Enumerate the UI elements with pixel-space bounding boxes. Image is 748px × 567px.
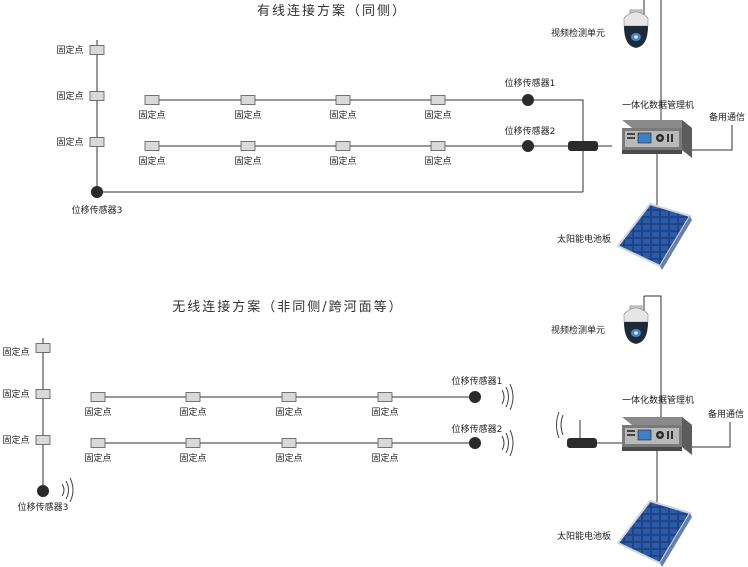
wireless-sensor2-label: 位移传感器2	[452, 423, 503, 435]
wireless-sensor1-wave-icon	[501, 383, 514, 411]
wired-solar-label: 太阳能电池板	[557, 233, 611, 245]
svg-text:固定点: 固定点	[329, 109, 356, 121]
svg-text:固定点: 固定点	[234, 109, 261, 121]
wired-sensor1-icon	[522, 94, 534, 106]
svg-text:固定点: 固定点	[234, 155, 261, 167]
wireless-solar-panel-icon	[617, 500, 693, 567]
wireless-fixed-point-v1: 固定点	[2, 343, 51, 358]
svg-text:固定点: 固定点	[424, 109, 451, 121]
wired-sensor3-label: 位移传感器3	[72, 204, 123, 216]
wireless-sensor3-label: 位移传感器3	[18, 501, 69, 513]
svg-text:固定点: 固定点	[2, 434, 29, 446]
wired-sensor3-icon	[91, 186, 103, 198]
wireless-sensor1-label: 位移传感器1	[452, 375, 503, 387]
wireless-sensor3-wave-icon	[61, 477, 74, 503]
svg-text:固定点: 固定点	[275, 452, 302, 464]
svg-text:固定点: 固定点	[275, 406, 302, 418]
wired-title: 有线连接方案（同侧）	[257, 3, 407, 19]
wired-row2-points: 固定点 固定点 固定点 固定点	[138, 141, 452, 167]
wired-row1-points: 固定点 固定点 固定点 固定点	[138, 95, 452, 121]
wireless-title: 无线连接方案（非同侧/跨河面等）	[172, 299, 403, 315]
wireless-sensor2-icon	[469, 437, 481, 449]
svg-text:固定点: 固定点	[179, 452, 206, 464]
svg-text:固定点: 固定点	[56, 90, 83, 102]
wireless-scheme: 无线连接方案（非同侧/跨河面等） 固定点 固定点 固定点 位移传感器3 固定点 …	[2, 295, 744, 567]
wired-manager-label: 一体化数据管理机	[622, 99, 694, 111]
wireless-row2-points: 固定点 固定点 固定点 固定点	[84, 438, 399, 464]
wired-sensor1-label: 位移传感器1	[505, 77, 556, 89]
wired-scheme: 有线连接方案（同侧） 固定点 固定点 固定点 位移传感器3 固定点 固定点 固定…	[56, 0, 745, 271]
svg-text:固定点: 固定点	[371, 452, 398, 464]
svg-text:固定点: 固定点	[84, 452, 111, 464]
wired-video-unit-label: 视频检测单元	[551, 27, 605, 39]
wired-backup-comm-label: 备用通信	[709, 111, 745, 123]
wireless-fixed-point-v3: 固定点	[2, 434, 51, 446]
wired-sensor2-icon	[522, 140, 534, 152]
wired-fixed-point-v1: 固定点	[56, 44, 105, 56]
svg-text:固定点: 固定点	[138, 155, 165, 167]
svg-text:固定点: 固定点	[56, 136, 83, 148]
svg-text:固定点: 固定点	[179, 406, 206, 418]
wired-hub-icon	[568, 141, 598, 151]
wired-sensor2-label: 位移传感器2	[505, 125, 556, 137]
wireless-fixed-point-v2: 固定点	[2, 388, 51, 400]
wireless-row1-points: 固定点 固定点 固定点 固定点	[84, 392, 399, 418]
wireless-sensor2-wave-icon	[501, 429, 514, 457]
svg-text:固定点: 固定点	[371, 406, 398, 418]
wireless-manager-label: 一体化数据管理机	[622, 394, 694, 406]
wired-solar-panel-icon	[617, 203, 693, 271]
svg-text:固定点: 固定点	[56, 44, 83, 56]
svg-text:固定点: 固定点	[138, 109, 165, 121]
wired-dome-camera-icon	[623, 9, 649, 49]
svg-text:固定点: 固定点	[329, 155, 356, 167]
wireless-dome-camera-icon	[623, 305, 649, 345]
wireless-video-unit-label: 视频检测单元	[551, 324, 605, 336]
svg-text:固定点: 固定点	[2, 388, 29, 400]
wireless-router-icon	[556, 411, 597, 448]
wireless-backup-comm-label: 备用通信	[708, 408, 744, 420]
svg-text:固定点: 固定点	[2, 346, 29, 358]
wired-fixed-point-v2: 固定点	[56, 90, 105, 102]
wired-server-box-icon	[621, 119, 693, 159]
svg-text:固定点: 固定点	[84, 406, 111, 418]
svg-text:固定点: 固定点	[424, 155, 451, 167]
wireless-sensor1-icon	[469, 391, 481, 403]
wired-fixed-point-v3: 固定点	[56, 136, 105, 148]
wireless-solar-label: 太阳能电池板	[557, 530, 611, 542]
wireless-sensor3-icon	[37, 485, 49, 497]
wireless-server-box-icon	[621, 416, 693, 456]
